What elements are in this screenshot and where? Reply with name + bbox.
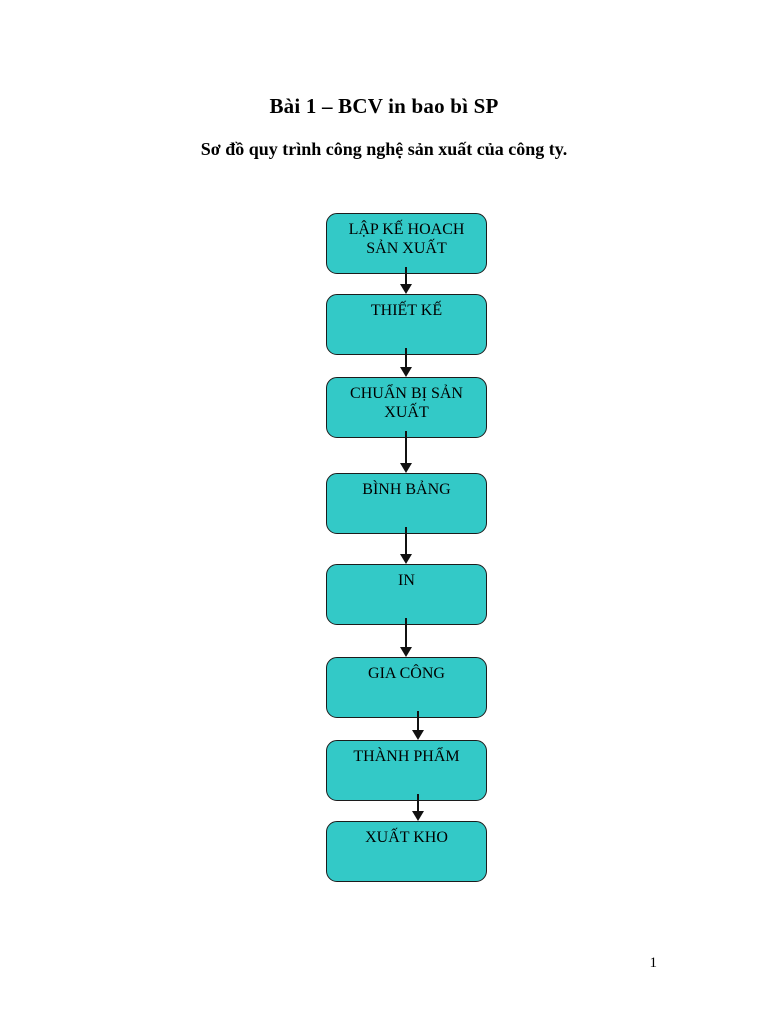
flow-arrowhead-icon xyxy=(400,284,412,294)
flow-arrowhead-icon xyxy=(412,811,424,821)
flowchart-node-label: THIẾT KẾ xyxy=(370,302,443,319)
flowchart-node-label: THÀNH PHẨM xyxy=(353,748,460,765)
flow-arrow-shaft xyxy=(405,618,407,648)
flowchart-node-label: CHUẨN BỊ SẢN XUẤT xyxy=(350,385,463,421)
flow-arrow-shaft xyxy=(417,711,419,731)
flow-arrow-down xyxy=(400,527,412,564)
flow-arrowhead-icon xyxy=(412,730,424,740)
flowchart-node: BÌNH BẢNG xyxy=(326,473,487,534)
flow-arrow-shaft xyxy=(405,527,407,555)
flow-arrow-down xyxy=(412,711,424,740)
flowchart-node-label: XUẤT KHO xyxy=(365,829,448,846)
flow-arrow-down xyxy=(412,794,424,821)
flowchart-node-label: GIA CÔNG xyxy=(368,665,445,682)
flow-arrow-down xyxy=(400,267,412,294)
flowchart-node-label: IN xyxy=(398,572,415,589)
page-number: 1 xyxy=(649,955,658,971)
flow-arrow-shaft xyxy=(405,267,407,285)
flowchart-node: CHUẨN BỊ SẢN XUẤT xyxy=(326,377,487,438)
flow-arrow-down xyxy=(400,618,412,657)
flowchart-node: THIẾT KẾ xyxy=(326,294,487,355)
flow-arrowhead-icon xyxy=(400,367,412,377)
flow-arrowhead-icon xyxy=(400,463,412,473)
page-subtitle: Sơ đồ quy trình công nghệ sản xuất của c… xyxy=(200,139,568,159)
flowchart-node-label: LẬP KẾ HOACH SẢN XUẤT xyxy=(348,221,465,257)
flow-arrowhead-icon xyxy=(400,647,412,657)
flowchart-node: LẬP KẾ HOACH SẢN XUẤT xyxy=(326,213,487,274)
flow-arrow-shaft xyxy=(417,794,419,812)
flowchart-node: XUẤT KHO xyxy=(326,821,487,882)
flow-arrow-down xyxy=(400,348,412,377)
flow-arrowhead-icon xyxy=(400,554,412,564)
flowchart-node: THÀNH PHẨM xyxy=(326,740,487,801)
flowchart-node-label: BÌNH BẢNG xyxy=(362,481,451,498)
page-title: Bài 1 – BCV in bao bì SP xyxy=(269,94,499,118)
flow-arrow-shaft xyxy=(405,348,407,368)
flowchart-node: IN xyxy=(326,564,487,625)
flow-arrow-down xyxy=(400,431,412,473)
flow-arrow-shaft xyxy=(405,431,407,464)
flowchart-node: GIA CÔNG xyxy=(326,657,487,718)
